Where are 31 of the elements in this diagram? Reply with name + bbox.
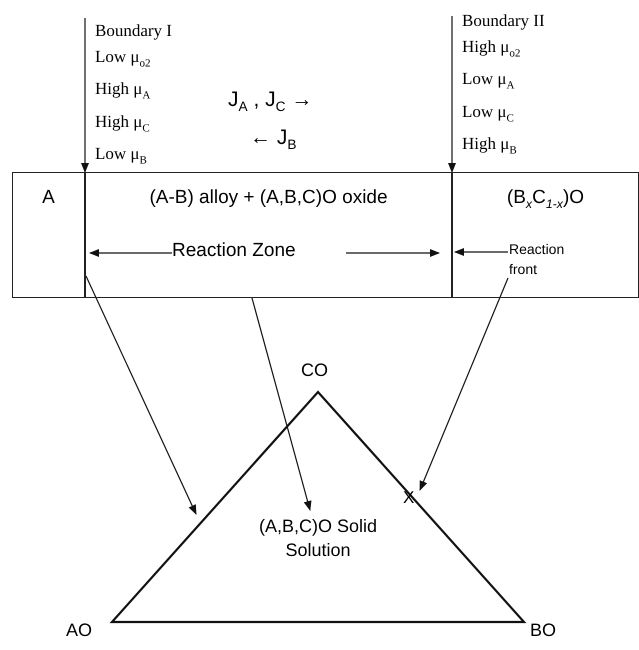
flux-label: J$_{A}$ , J$_{C}$ → [228, 88, 312, 114]
boundary-condition: Boundary I [95, 20, 172, 42]
layer-cell [85, 172, 452, 298]
layer-label: (A-B) alloy + (A,B,C)O oxide [149, 187, 388, 209]
layer-cell [12, 172, 85, 298]
annotation-text: Reaction front [509, 240, 566, 279]
layer-label: A [42, 187, 55, 209]
arrow [251, 298, 312, 511]
boundary-condition: Low μ$_{C}$ [462, 100, 514, 126]
boundary-condition: High μ$_{o2}$ [462, 36, 520, 62]
boundary-condition: Low μ$_{A}$ [462, 68, 515, 94]
boundary-condition: Low μ$_{B}$ [95, 143, 147, 169]
point-marker: X [403, 488, 414, 508]
zone-label: Reaction Zone [172, 240, 296, 262]
boundary-condition: Boundary II [462, 10, 545, 32]
flux-label: ← J$_{B}$ [250, 126, 296, 152]
vertex-label: BO [530, 620, 556, 641]
arrow [419, 278, 509, 491]
vertex-label: AO [66, 620, 92, 641]
boundary-condition: Low μ$_{o2}$ [95, 46, 151, 72]
boundary-condition: High μ$_{B}$ [462, 133, 517, 159]
phase-label: (A,B,C)O Solid Solution [258, 515, 378, 562]
boundary-condition: High μ$_{C}$ [95, 110, 150, 136]
arrow [81, 18, 89, 173]
arrow [448, 16, 456, 173]
layer-label: (B$_{x}$C$_{1-x}$)O [506, 187, 584, 211]
leader-line [454, 248, 508, 256]
arrow [85, 276, 197, 515]
boundary-condition: High μ$_{A}$ [95, 78, 150, 104]
layer-cell [452, 172, 639, 298]
vertex-label: CO [301, 360, 328, 381]
